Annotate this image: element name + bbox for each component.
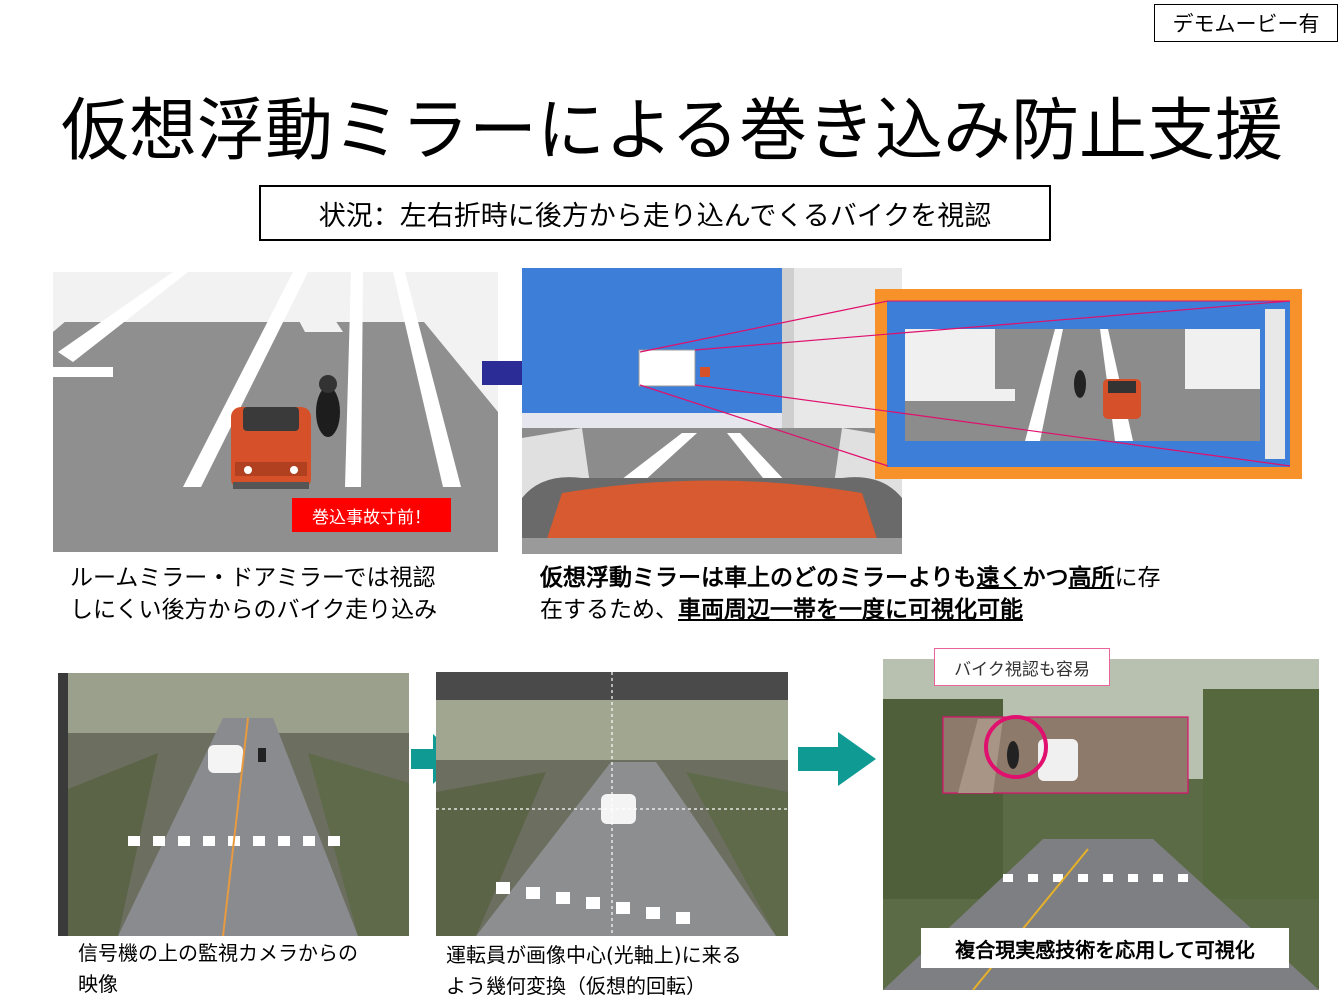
- arrow-right-icon: [798, 732, 876, 786]
- cg-scene-virtual-mirror: [522, 268, 902, 554]
- mr-technology-caption: 複合現実感技術を応用して可視化: [921, 928, 1289, 968]
- bike-visible-callout: バイク視認も容易: [934, 648, 1110, 686]
- page-title: 仮想浮動ミラーによる巻き込み防止支援: [61, 92, 1283, 171]
- motorcycle-figure: [316, 375, 340, 437]
- red-car-figure: [231, 407, 311, 489]
- near-accident-tag: 巻込事故寸前！: [292, 498, 451, 532]
- camera-photo-rotated: [436, 672, 788, 936]
- camera-photo-original: [58, 673, 409, 936]
- mr-mirror-overlay: [942, 715, 1189, 794]
- bottom-left-caption: 信号機の上の監視カメラからの 映像: [78, 941, 358, 996]
- bottom-mid-caption: 運転員が画像中心(光軸上)に来る よう幾何変換（仮想的回転）: [446, 943, 742, 998]
- top-right-caption: 仮想浮動ミラーは車上のどのミラーよりも遠くかつ高所に存 在するため、車両周辺一帯…: [540, 565, 1161, 623]
- top-left-caption: ルームミラー・ドアミラーでは視認 しにくい後方からのバイク走り込み: [70, 565, 438, 623]
- cg-scene-rear-view: [53, 272, 498, 552]
- demo-movie-badge: デモムービー有: [1154, 4, 1338, 42]
- situation-box: 状況：左右折時に後方から走り込んでくるバイクを視認: [259, 185, 1051, 241]
- virtual-mirror-inset: [875, 289, 1302, 479]
- arrow-right-icon: [411, 734, 459, 784]
